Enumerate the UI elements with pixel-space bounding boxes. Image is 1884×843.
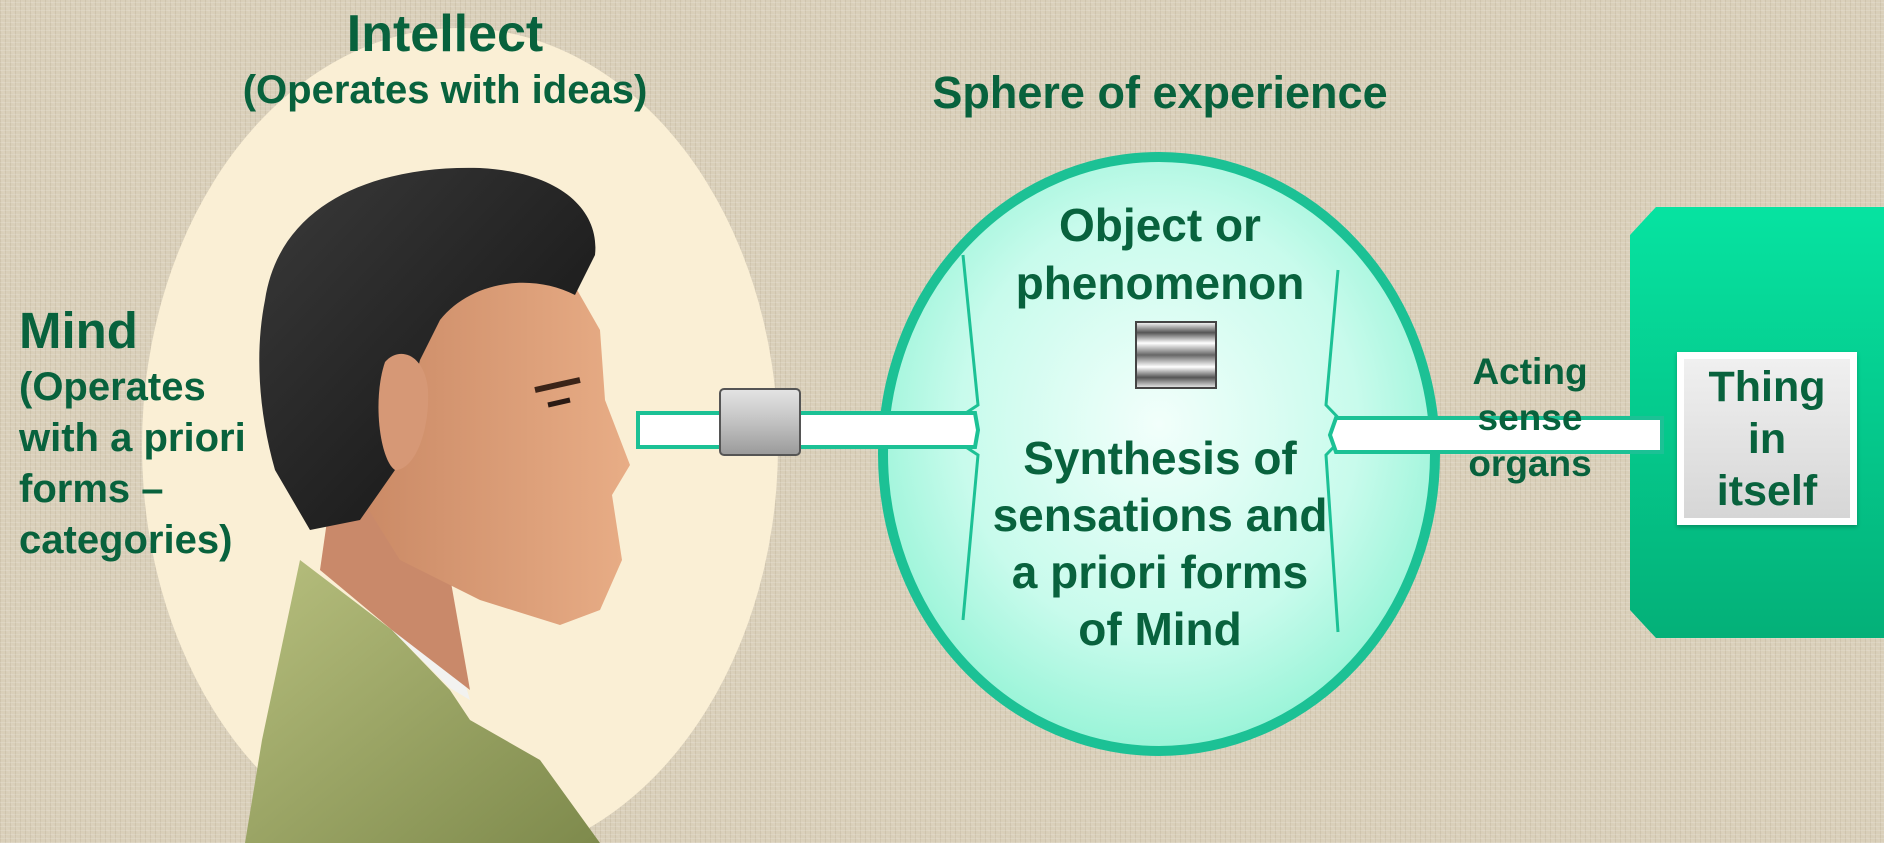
intellect-subtitle: (Operates with ideas)	[242, 68, 648, 112]
object-label: Object or phenomenon	[1015, 199, 1305, 309]
jacket-shape	[245, 560, 600, 843]
striped-box	[1135, 321, 1217, 389]
eyebrow-shape	[534, 377, 581, 393]
hair-shape	[259, 167, 596, 530]
sphere-title: Sphere of experience	[932, 67, 1388, 118]
ear-shape	[378, 353, 429, 470]
filter-box	[719, 388, 801, 456]
thing-in-itself-box: Thing in itself	[1677, 352, 1857, 525]
intellect-title: Intellect	[346, 5, 544, 63]
acting-sense-organs-label: Acting sense organs	[1468, 351, 1592, 484]
head-profile-image	[245, 167, 630, 843]
synthesis-label: Synthesis of sensations and a priori for…	[992, 432, 1328, 655]
right-arrow-bar	[1327, 416, 1664, 454]
mind-label: Mind	[19, 302, 138, 359]
eye-shape	[547, 397, 571, 408]
left-arrow-bar	[636, 411, 981, 449]
mind-description: (Operates with a priori forms – categori…	[19, 365, 246, 562]
thing-in-itself-label: Thing in itself	[1708, 362, 1826, 515]
